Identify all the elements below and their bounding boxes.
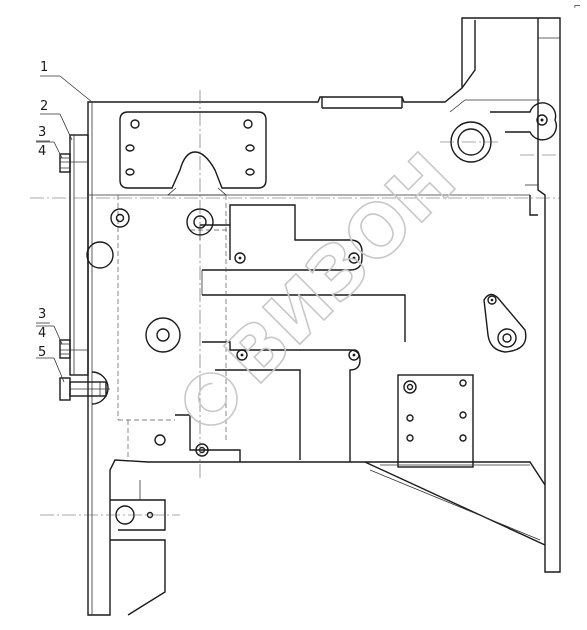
- hole-small-d: [348, 349, 360, 361]
- right-side-details: [520, 154, 560, 216]
- hole-small-b: [348, 252, 360, 264]
- lever-bracket: [483, 293, 527, 353]
- top-mounting-pad: [119, 111, 267, 196]
- callout-2: 2: [40, 99, 48, 114]
- lower-web: [364, 461, 546, 546]
- inner-ribs: [175, 204, 406, 462]
- callout-4-lower: 4: [38, 326, 46, 341]
- callout-3-upper: 3: [38, 125, 46, 140]
- right-mounting-plate: [397, 374, 474, 468]
- callout-1: 1: [40, 60, 48, 75]
- bottom-pocket: [40, 480, 180, 616]
- watermark-text: ВИЗОН: [209, 137, 472, 400]
- callout-3-lower: 3: [38, 307, 46, 322]
- bolt-lower: [59, 339, 71, 359]
- callout-4-upper: 4: [38, 144, 46, 159]
- hole-boss-3: [145, 317, 181, 353]
- bolt-item-5: [59, 371, 110, 405]
- hidden-lines: [117, 195, 230, 462]
- round-boss-left: [86, 241, 114, 269]
- hole-boss-1: [110, 208, 130, 228]
- callout-5: 5: [38, 345, 46, 360]
- leader-lines: [36, 75, 93, 383]
- hole-small-e: [195, 443, 209, 457]
- hole-small-a: [234, 252, 246, 264]
- corner-mark: ⌐: [573, 2, 581, 12]
- hole-small-c: [236, 349, 248, 361]
- lug-upper-right: [490, 102, 558, 141]
- watermark: ВИЗОН: [184, 136, 473, 426]
- large-bore: [440, 121, 500, 163]
- flange-plate: [60, 134, 89, 376]
- hole-small-f: [154, 434, 166, 446]
